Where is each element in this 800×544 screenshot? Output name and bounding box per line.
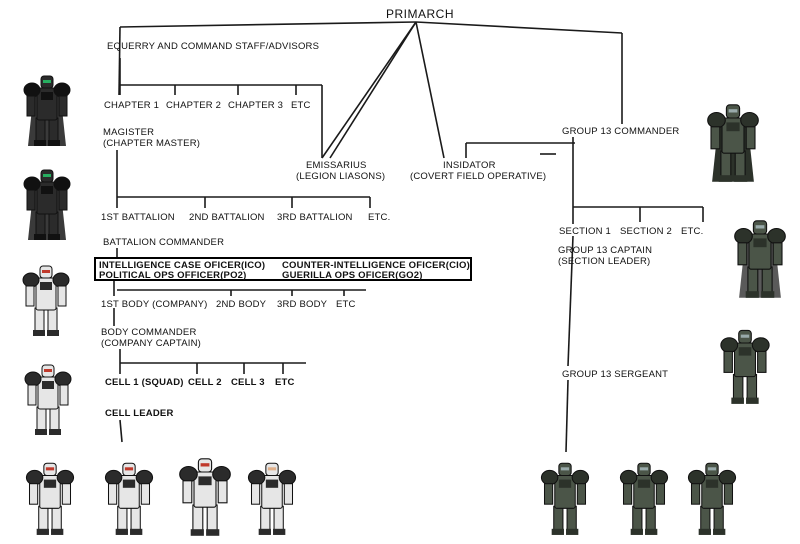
group13-commander-label: GROUP 13 COMMANDER xyxy=(562,126,680,137)
marine-figure-1 xyxy=(25,462,75,535)
group13-captain-sub-label: (SECTION LEADER) xyxy=(558,256,651,267)
group13-commander-figure xyxy=(707,104,759,182)
cell-2-label: CELL 2 xyxy=(188,377,222,388)
battalion-etc-label: ETC. xyxy=(368,212,391,223)
company-captain-figure xyxy=(22,265,70,336)
battalion-2-label: 2ND BATTALION xyxy=(189,212,265,223)
cell-1-label: CELL 1 (SQUAD) xyxy=(105,377,184,388)
battalion-commander-figure xyxy=(23,169,71,240)
section-1-label: SECTION 1 xyxy=(559,226,611,237)
body-2-label: 2ND BODY xyxy=(216,299,267,310)
body-commander-label: BODY COMMANDER xyxy=(101,327,197,338)
connector-sergeant-drop xyxy=(565,379,569,453)
chapter-etc-label: ETC xyxy=(291,100,311,111)
section-2-label: SECTION 2 xyxy=(620,226,672,237)
connector-primarch-to-emissarius-b xyxy=(329,21,417,159)
chapter-master-figure xyxy=(23,75,71,146)
connector-top-bar-right xyxy=(415,21,623,34)
body-etc-label: ETC xyxy=(336,299,356,310)
connector-primarch-to-insidator xyxy=(415,21,445,159)
cio-label: COUNTER-INTELLIGENCE OFICER(CIO) xyxy=(282,260,470,271)
magister-sub-label: (CHAPTER MASTER) xyxy=(103,138,201,149)
group13-marine-1 xyxy=(540,462,590,535)
primarch-label: PRIMARCH xyxy=(386,7,455,21)
body-commander-sub-label: (COMPANY CAPTAIN) xyxy=(101,338,201,349)
magister-label: MAGISTER xyxy=(103,127,155,138)
chapter-2-label: CHAPTER 2 xyxy=(166,100,222,111)
scout-figure xyxy=(247,462,297,535)
terminator-figure xyxy=(179,458,231,536)
group13-marine-3 xyxy=(687,462,737,535)
connector-primarch-to-emissarius-a xyxy=(321,21,417,159)
ico-label: INTELLIGENCE CASE OFICER(ICO) xyxy=(99,260,266,271)
insidator-label: INSIDATOR xyxy=(443,160,496,171)
equerry-label: EQUERRY AND COMMAND STAFF/ADVISORS xyxy=(107,41,320,52)
chapter-3-label: CHAPTER 3 xyxy=(228,100,284,111)
group13-sergeant-label: GROUP 13 SERGEANT xyxy=(562,369,669,380)
special-officers-box: INTELLIGENCE CASE OFICER(ICO) COUNTER-IN… xyxy=(94,257,472,281)
cell-leader-label: CELL LEADER xyxy=(105,408,174,419)
connector-lines xyxy=(113,21,704,453)
cell-etc-label: ETC xyxy=(275,377,295,388)
emissarius-label: EMISSARIUS xyxy=(306,160,367,171)
battalion-1-label: 1ST BATTALION xyxy=(101,212,175,223)
connector-cell-leader-drop xyxy=(119,419,123,443)
cell-3-label: CELL 3 xyxy=(231,377,265,388)
battalion-3-label: 3RD BATTALION xyxy=(277,212,353,223)
group13-sergeant-figure xyxy=(720,329,770,404)
connector-top-bar xyxy=(119,21,417,28)
emissarius-sub-label: (LEGION LIASONS) xyxy=(296,171,386,182)
go2-label: GUERILLA OPS OFICER(GO2) xyxy=(282,270,423,281)
chapter-1-label: CHAPTER 1 xyxy=(104,100,160,111)
marine-figures xyxy=(22,75,786,536)
marine-figure-2 xyxy=(104,462,154,535)
battalion-commander-label: BATTALION COMMANDER xyxy=(103,237,225,248)
group13-marine-2 xyxy=(619,462,669,535)
section-etc-label: ETC. xyxy=(681,226,704,237)
cell-leader-figure xyxy=(24,364,72,435)
group13-captain-figure xyxy=(734,220,786,298)
insidator-sub-label: (COVERT FIELD OPERATIVE) xyxy=(410,171,547,182)
body-1-label: 1ST BODY (COMPANY) xyxy=(101,299,208,310)
group13-captain-label: GROUP 13 CAPTAIN xyxy=(558,245,653,256)
po2-label: POLITICAL OPS OFFICER(PO2) xyxy=(99,270,247,281)
body-3-label: 3RD BODY xyxy=(277,299,328,310)
connector-section-drop xyxy=(567,235,574,367)
